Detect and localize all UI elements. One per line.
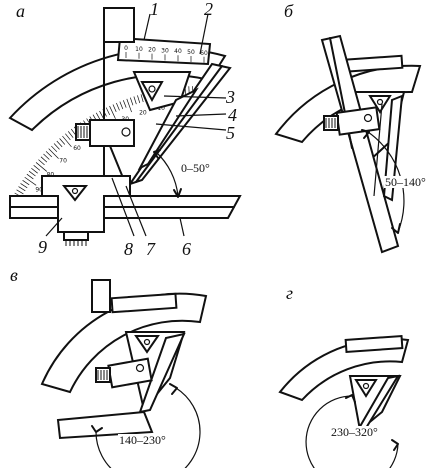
- vernier-number: 0: [124, 45, 128, 52]
- ruler-v: [56, 410, 154, 440]
- angle-arc-v: [95, 387, 201, 468]
- protractor-tick: [48, 148, 59, 159]
- protractor-sector-a: [8, 47, 227, 132]
- part-label-1: 1: [150, 0, 159, 19]
- protractor-tick: [122, 100, 127, 108]
- protractor-tick: [62, 135, 72, 148]
- angle-label-b: 50–140°: [384, 175, 427, 189]
- protractor-number: 10: [157, 105, 165, 112]
- protractor-tick: [33, 165, 41, 171]
- protractor-number: 20: [139, 110, 147, 117]
- angle-arc-g: [305, 395, 399, 468]
- part-label-2: 2: [204, 0, 213, 19]
- protractor-tick: [43, 153, 50, 160]
- protractor-tick: [53, 143, 60, 150]
- vernier-number: 50: [187, 49, 195, 56]
- protractor-tick: [20, 183, 28, 189]
- vernier-ticks-a: 0 10 20 30 40 50 60: [124, 45, 208, 63]
- holder-a: [41, 175, 131, 233]
- panel-a-figure: 90 80 70 60 50 40 30 20 10 0 0 10 20 30 40 50 60: [8, 7, 242, 246]
- protractor-tick: [129, 97, 134, 106]
- protractor-tick: [18, 186, 26, 192]
- part-label-8: 8: [124, 239, 133, 259]
- vernier-number: 60: [200, 50, 208, 57]
- protractor-tick: [22, 180, 30, 186]
- protractor-tick: [45, 151, 53, 158]
- protractor-tick: [105, 107, 111, 116]
- panel-label-g: г: [286, 283, 294, 303]
- protractor-tick: [40, 156, 48, 163]
- protractor-tick: [109, 105, 116, 119]
- protractor-tick: [137, 95, 141, 104]
- vernier-scale-v: [110, 292, 178, 314]
- panel-v-figure: [40, 279, 208, 468]
- vertical-ruler-a: [103, 7, 135, 43]
- protractor-tick: [24, 176, 37, 186]
- protractor-tick: [16, 189, 24, 195]
- protractor-tick: [31, 167, 38, 174]
- clamp-block-a: [89, 119, 135, 147]
- panel-label-v: в: [10, 265, 18, 285]
- protractor-tick: [112, 104, 117, 112]
- vernier-scale-g: [344, 334, 404, 354]
- protractor-tick: [26, 173, 34, 180]
- protractor-tick: [116, 102, 120, 111]
- protractor-tick: [35, 162, 48, 172]
- panel-b-figure: [274, 34, 422, 254]
- vernier-number: 30: [161, 47, 169, 54]
- part-label-6: 6: [182, 239, 191, 259]
- protractor-tick: [99, 110, 104, 119]
- protractor-tick: [51, 145, 58, 153]
- part-label-5: 5: [226, 123, 235, 143]
- protractor-number: 60: [73, 145, 81, 152]
- panel-g-figure: [278, 334, 410, 468]
- protractor-sector-g: [278, 337, 410, 402]
- vernier-number: 40: [174, 48, 182, 55]
- part-label-3: 3: [226, 87, 235, 107]
- protractor-sector-v: [40, 292, 208, 394]
- protractor-number: 90: [35, 187, 43, 194]
- protractor-number: 70: [59, 158, 67, 165]
- protractor-tick: [65, 133, 71, 141]
- vernier-scale-a: [116, 36, 212, 66]
- protractor-tick: [59, 138, 66, 145]
- protractor-tick: [95, 112, 101, 120]
- clamp-block-b: [335, 106, 381, 136]
- vernier-number: 20: [148, 47, 156, 54]
- part-label-9: 9: [38, 237, 47, 257]
- part-label-7: 7: [146, 239, 155, 259]
- panel-label-a: а: [16, 1, 25, 21]
- part-label-4: 4: [228, 105, 237, 125]
- protractor-tick: [67, 131, 74, 138]
- angle-label-v: 140–230°: [118, 433, 167, 447]
- protractor-tick: [38, 159, 45, 166]
- angle-label-a: 0–50°: [180, 161, 211, 175]
- protractor-number: 80: [47, 171, 55, 178]
- protractor-tick: [126, 98, 132, 113]
- angle-arc-a: [155, 151, 179, 197]
- protractor-tick: [140, 94, 144, 103]
- angle-label-g: 230–320°: [330, 425, 379, 439]
- protractor-tick: [56, 140, 63, 148]
- protractor-tick: [28, 170, 36, 177]
- protractor-tick: [133, 96, 137, 105]
- panel-label-b: б: [284, 1, 294, 21]
- vernier-number: 10: [135, 46, 143, 53]
- protractor-tick: [119, 101, 124, 110]
